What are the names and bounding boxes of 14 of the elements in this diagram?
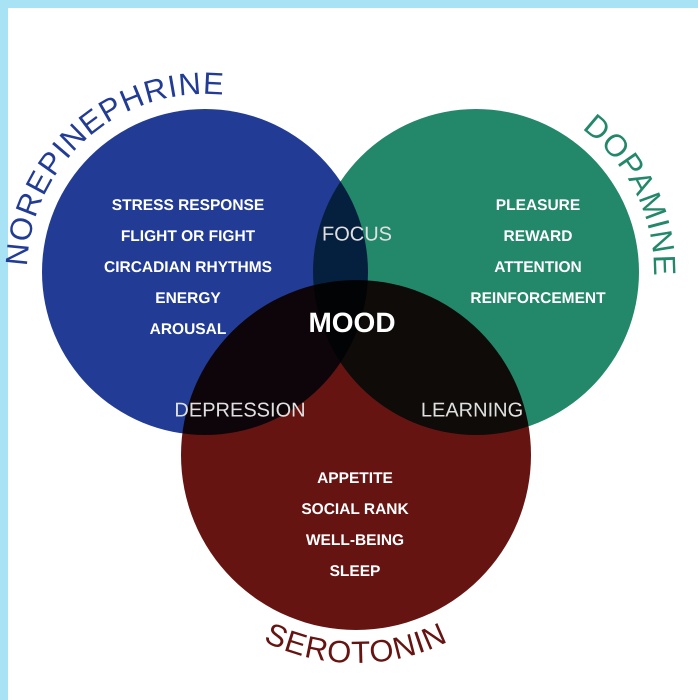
function-item: ENERGY: [155, 289, 221, 309]
function-item: SOCIAL RANK: [301, 500, 409, 520]
function-item: WELL-BEING: [306, 531, 404, 551]
function-item: ATTENTION: [494, 258, 582, 278]
overlap-label: MOOD: [308, 307, 396, 339]
function-item: AROUSAL: [150, 320, 226, 340]
function-item: REINFORCEMENT: [470, 289, 606, 309]
function-item: REWARD: [504, 227, 572, 247]
function-item: PLEASURE: [496, 196, 580, 216]
function-item: SLEEP: [330, 562, 380, 582]
overlap-label: FOCUS: [322, 224, 392, 246]
circle-heading: SEROTONIN: [260, 616, 452, 670]
overlap-label: LEARNING: [420, 400, 524, 422]
function-item: APPETITE: [317, 469, 393, 489]
